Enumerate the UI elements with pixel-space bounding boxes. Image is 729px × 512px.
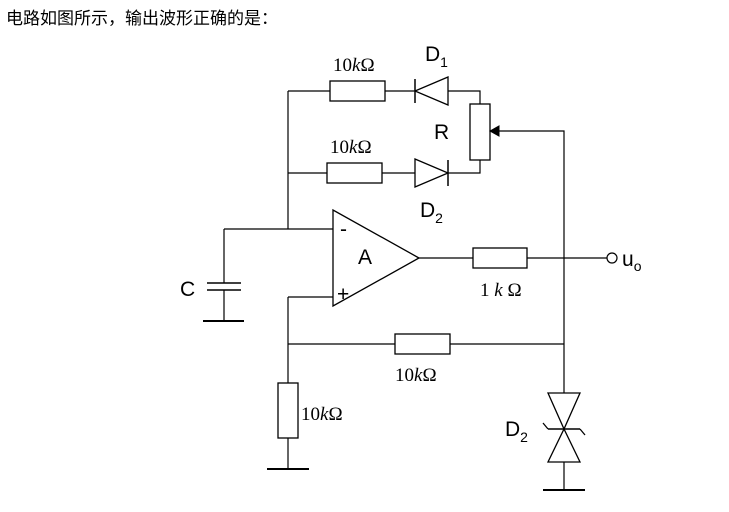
resistor-ground (277, 382, 299, 439)
label-resistor-mid: 10kΩ (330, 137, 372, 158)
wire-wiper-rail (497, 130, 565, 393)
label-opamp: A (358, 246, 372, 269)
capacitor (207, 282, 241, 291)
label-zener: D2 (505, 418, 528, 445)
output-terminal (606, 252, 618, 264)
resistor-output (472, 247, 528, 269)
question-text: 电路如图所示，输出波形正确的是： (6, 9, 278, 29)
label-resistor-output: 1 k Ω (480, 280, 522, 301)
wire-top-d1-pot (448, 90, 481, 104)
diode-d1 (413, 76, 449, 106)
label-d2: D2 (420, 199, 443, 226)
potentiometer (469, 103, 500, 161)
label-d1: D1 (425, 43, 448, 70)
diode-d2 (414, 158, 450, 188)
zener-diode (542, 392, 586, 463)
wire-mid-d2-pot (448, 160, 481, 174)
label-resistor-feedback: 10kΩ (395, 365, 437, 386)
label-capacitor: C (180, 278, 195, 301)
label-noninverting: + (337, 283, 349, 306)
label-resistor-ground: 10kΩ (301, 404, 343, 425)
resistor-mid (326, 162, 383, 184)
label-output: uo (622, 248, 642, 274)
resistor-top (329, 80, 386, 102)
label-potentiometer: R (434, 121, 449, 144)
wiper-arrow-icon (488, 125, 500, 137)
label-inverting: - (340, 218, 347, 241)
opamp-triangle (332, 208, 421, 308)
label-resistor-top: 10kΩ (333, 55, 375, 76)
wires (223, 90, 607, 490)
resistor-feedback (394, 333, 451, 355)
potentiometer-body (469, 103, 491, 161)
